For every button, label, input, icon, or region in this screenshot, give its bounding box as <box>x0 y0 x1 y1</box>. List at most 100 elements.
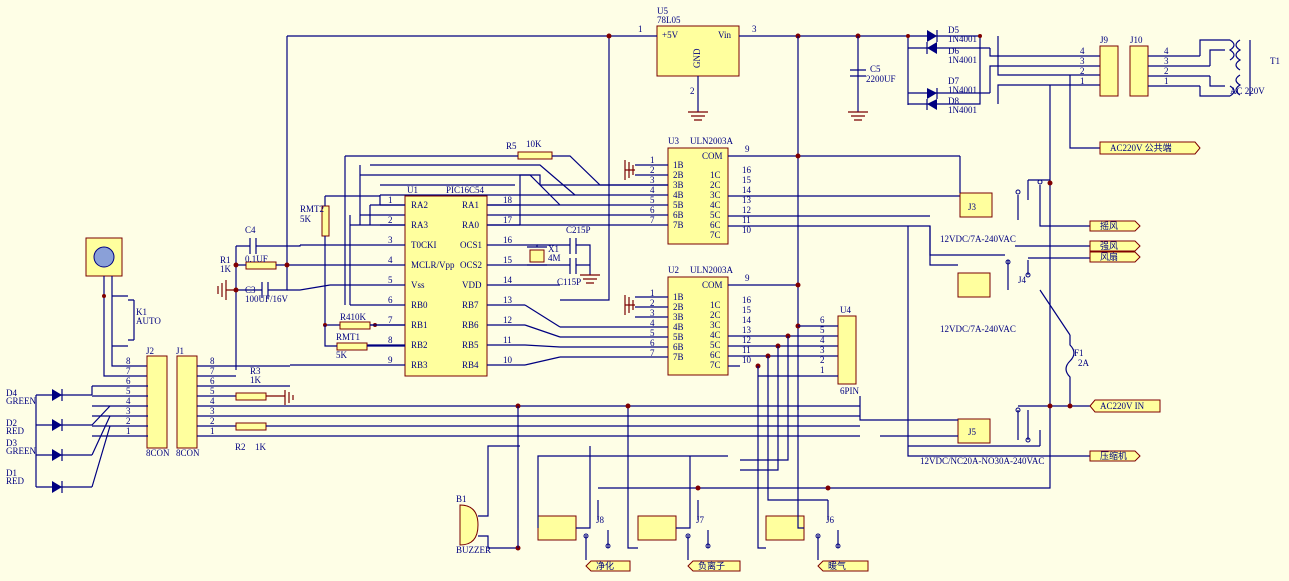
header-j1: J1 8CON 8 7 6 5 4 3 2 1 <box>176 346 215 458</box>
u1-ln9: 9 <box>388 355 393 365</box>
k1-label: AUTO <box>136 316 161 326</box>
j2-p1: 1 <box>126 426 131 436</box>
j1-p1: 1 <box>210 426 215 436</box>
net-heat: 暖气 <box>817 560 869 572</box>
x1-val: 4M <box>548 253 561 263</box>
u2-inpin-4: 4 <box>650 318 655 328</box>
capacitor-c4: C4 0.1UF <box>245 225 268 264</box>
u3-com-pin: 9 <box>745 144 750 154</box>
transformer-t1: T1 AC 220V <box>1199 39 1280 97</box>
u1-right-pins: RA1 RA0 OCS1 OCS2 VDD RB7 RB6 RB5 RB4 <box>460 200 482 370</box>
u5-pin-out: +5V <box>662 30 679 40</box>
j1-p5: 5 <box>210 386 215 396</box>
u2-ref: U2 <box>668 265 679 275</box>
d4-ref: D4 <box>6 388 17 398</box>
u3-inpin-3: 3 <box>650 175 655 185</box>
d5-ref: D5 <box>948 25 959 35</box>
d2-ref: D2 <box>6 418 17 428</box>
j10-ref: J10 <box>1130 35 1143 45</box>
d2-color: RED <box>6 426 25 436</box>
d7-part: 1N4001 <box>948 85 977 95</box>
d5-part: 1N4001 <box>948 34 977 44</box>
net-fan-swing: 摇风 <box>1089 220 1141 232</box>
d4-color: GREEN <box>6 396 36 406</box>
j2-p8: 8 <box>126 356 131 366</box>
leds: D4 GREEN D2 RED D3 GREEN D1 RED <box>6 386 111 493</box>
net-ac-common-label: AC220V 公共端 <box>1110 142 1172 153</box>
u1-l8: RB2 <box>411 340 428 350</box>
f1-ref: F1 <box>1074 348 1084 358</box>
j1-p3: 3 <box>210 406 215 416</box>
f1-val: 2A <box>1078 358 1090 368</box>
u3-outpin-1: 16 <box>742 165 752 175</box>
u2-input-labels: 1B 2B 3B 4B 5B 6B 7B <box>673 292 684 362</box>
net-fan-swing-label: 摇风 <box>1100 220 1118 231</box>
led-d1: D1 RED <box>6 468 92 493</box>
t1-label: AC 220V <box>1230 86 1265 96</box>
capacitor-c3: C3 100UF/16V <box>245 282 289 304</box>
u3-in-4: 4B <box>673 190 684 200</box>
header-j2: J2 8CON 8 7 6 5 4 3 2 1 <box>126 346 170 458</box>
j1-p4: 4 <box>210 396 215 406</box>
d1-ref: D1 <box>6 468 17 478</box>
u1-rn8: 11 <box>503 335 512 345</box>
rmt1-ref: RMT1 <box>336 332 360 342</box>
relay-j3: J3 12VDC/7A-240VAC <box>940 179 1090 244</box>
r3-val: 1K <box>250 375 262 385</box>
r3-ref: R3 <box>250 366 261 376</box>
resistor-rmt1: RMT1 5K <box>336 332 368 360</box>
j10-pin3: 3 <box>1164 56 1169 66</box>
j2-p4: 4 <box>126 396 131 406</box>
u2-com: COM <box>702 280 723 290</box>
j2-p2: 2 <box>126 416 131 426</box>
rmt1-val: 5K <box>336 350 348 360</box>
u1-rn3: 16 <box>503 235 513 245</box>
u1-rn5: 14 <box>503 275 513 285</box>
u1-r9: RB4 <box>462 360 479 370</box>
u2-out-7: 7C <box>710 360 721 370</box>
r2-ref: R2 <box>235 442 246 452</box>
u3-outpin-6: 11 <box>742 215 751 225</box>
u4-pin2: 2 <box>820 355 825 365</box>
j7-ref: J7 <box>696 515 705 525</box>
u1-l7: RB1 <box>411 320 428 330</box>
u1-ln6: 6 <box>388 295 393 305</box>
j1-p2: 2 <box>210 416 215 426</box>
connector-u4: U4 6PIN 6 5 4 3 2 1 <box>820 305 860 396</box>
u1-rn1: 18 <box>503 195 513 205</box>
j3-rating: 12VDC/7A-240VAC <box>940 234 1016 244</box>
u1-rn2: 17 <box>503 215 513 225</box>
d3-ref: D3 <box>6 438 17 448</box>
r5-ref: R5 <box>506 141 517 151</box>
u3-inpin-4: 4 <box>650 185 655 195</box>
switch-k1: K1 AUTO <box>85 237 161 341</box>
c4-ref: C4 <box>245 225 256 235</box>
net-ac-common: AC220V 公共端 <box>1099 141 1201 155</box>
u3-output-labels: 1C 2C 3C 4C 5C 6C 7C <box>710 170 721 240</box>
u1-right-nums: 18 17 16 15 14 13 12 11 10 <box>503 195 513 365</box>
u1-ref: U1 <box>407 185 418 195</box>
u2-input-pins: 1 2 3 4 5 6 7 <box>650 288 655 358</box>
u5-pin-2: 2 <box>690 86 695 96</box>
mcu-u1: U1 PIC16C54 RA2 RA3 T0CKI MCLR/Vpp Vss R… <box>388 185 513 377</box>
t1-ref: T1 <box>1270 56 1280 66</box>
u3-outpin-4: 13 <box>742 195 752 205</box>
u4-pin3: 3 <box>820 345 825 355</box>
net-ac-in-label: AC220V IN <box>1100 401 1145 411</box>
u2-output-pins: 16 15 14 13 12 11 10 <box>742 295 752 365</box>
u2-part: ULN2003A <box>690 265 733 275</box>
j9-pin3: 3 <box>1080 56 1085 66</box>
u3-in-1: 1B <box>673 160 684 170</box>
u2-inpin-1: 1 <box>650 288 655 298</box>
u1-l1: RA2 <box>411 200 428 210</box>
c5-val: 2200UF <box>866 74 896 84</box>
r2-val: 1K <box>255 442 267 452</box>
j10-pin4: 4 <box>1164 46 1169 56</box>
u2-out-6: 6C <box>710 350 721 360</box>
u3-com: COM <box>702 151 723 161</box>
j5-rating: 12VDC/NC20A-NO30A-240VAC <box>920 456 1044 466</box>
c4-val: 0.1UF <box>245 254 268 264</box>
c3-val: 100UF/16V <box>245 294 289 304</box>
u2-outpin-1: 16 <box>742 295 752 305</box>
c1-ref: C115P <box>557 277 581 287</box>
